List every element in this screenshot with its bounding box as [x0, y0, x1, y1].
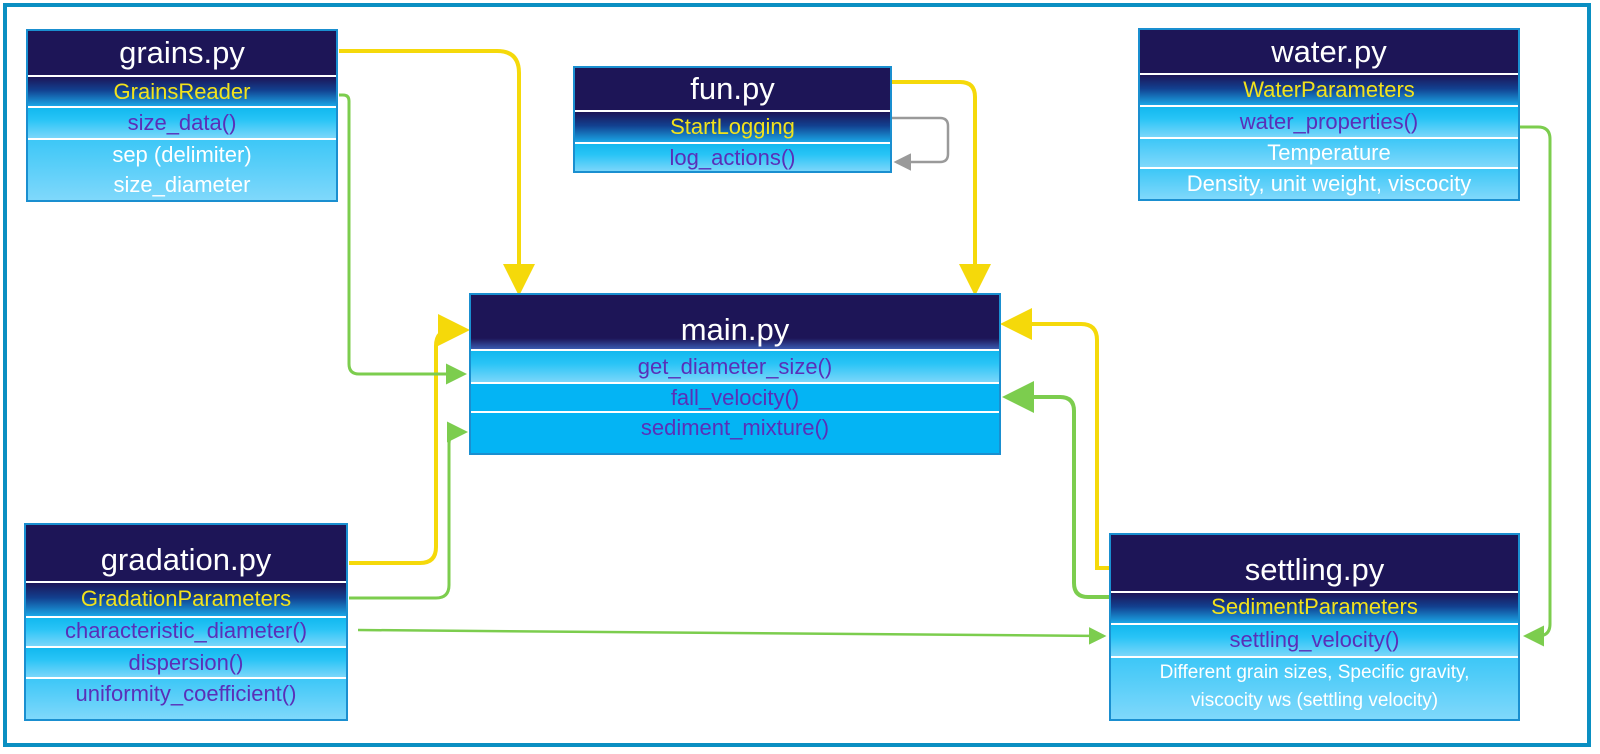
attribute-row: size_diameter: [113, 172, 251, 197]
method-row: size_data(): [28, 108, 336, 140]
arrow-settling-to-main-call: [1002, 381, 1109, 599]
module-title: grains.py: [28, 31, 336, 77]
method-row: dispersion(): [26, 648, 346, 679]
module-title: gradation.py: [26, 525, 346, 583]
arrow-grains-to-main-call: [339, 93, 467, 385]
method-row: uniformity_coefficient(): [26, 679, 346, 719]
class-name: GradationParameters: [26, 583, 346, 618]
method-row: characteristic_diameter(): [26, 618, 346, 648]
arrow-fun-self-call: [891, 116, 950, 171]
class-name: SedimentParameters: [1111, 593, 1518, 625]
module-title: main.py: [471, 295, 999, 351]
module-title: settling.py: [1111, 535, 1518, 593]
gradation-module-box: gradation.py GradationParameters charact…: [24, 523, 348, 721]
arrow-settling-to-main-import: [1000, 308, 1109, 570]
module-title: fun.py: [575, 68, 890, 112]
method-row: get_diameter_size(): [471, 351, 999, 384]
arrow-gradation-to-main-call: [349, 421, 468, 600]
arrow-gradation-to-settling-call: [357, 627, 1107, 645]
settling-module-box: settling.py SedimentParameters settling_…: [1109, 533, 1520, 721]
water-module-box: water.py WaterParameters water_propertie…: [1138, 28, 1520, 201]
main-module-box: main.py get_diameter_size() fall_velocit…: [469, 293, 1001, 455]
attribute-block: Different grain sizes, Specific gravity,…: [1111, 658, 1518, 719]
attribute-line: Different grain sizes, Specific gravity,: [1159, 662, 1470, 683]
attribute-row: Temperature: [1140, 139, 1518, 169]
arrow-fun-to-main-import: [891, 80, 991, 296]
class-name: StartLogging: [575, 112, 890, 144]
arrow-gradation-to-main-import: [349, 314, 470, 565]
method-row: settling_velocity(): [1111, 625, 1518, 658]
arrow-grains-to-main-import: [339, 49, 535, 296]
attribute-row: Density, unit weight, viscocity: [1140, 169, 1518, 199]
attribute-row: sep (delimiter): [112, 142, 252, 167]
class-name: WaterParameters: [1140, 75, 1518, 107]
diagram-frame: [3, 3, 1591, 747]
arrow-water-to-settling-call: [1520, 125, 1552, 647]
fun-module-box: fun.py StartLogging log_actions(): [573, 66, 892, 173]
attribute-block: sep (delimiter) size_diameter: [28, 140, 336, 200]
method-row: fall_velocity(): [471, 384, 999, 413]
method-row: water_properties(): [1140, 107, 1518, 139]
grains-module-box: grains.py GrainsReader size_data() sep (…: [26, 29, 338, 202]
method-row: log_actions(): [575, 144, 890, 171]
attribute-line: viscocity ws (settling velocity): [1190, 690, 1439, 711]
method-row: sediment_mixture(): [471, 413, 999, 453]
module-title: water.py: [1140, 30, 1518, 75]
class-name: GrainsReader: [28, 77, 336, 108]
